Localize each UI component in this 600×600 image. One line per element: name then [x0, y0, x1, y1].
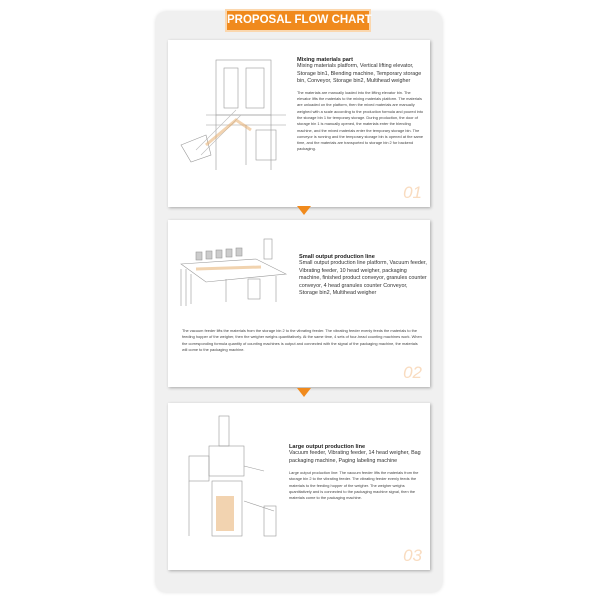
- small-line-image: [180, 238, 288, 306]
- step-title: Mixing materials part: [297, 57, 353, 63]
- large-line-image: [188, 415, 277, 537]
- arrow-down-icon: [297, 206, 311, 215]
- step-equipment-list: Vacuum feeder, Vibrating feeder, 14 head…: [289, 450, 421, 464]
- step-description: The vacuum feeder lifts the materials fr…: [182, 328, 422, 352]
- step-title: Large output production line: [289, 444, 366, 450]
- step-equipment-list: Small output production line platform, V…: [299, 260, 427, 297]
- step-description: The materials are manually loaded into t…: [297, 89, 424, 152]
- step-title: Small output production line: [299, 254, 375, 260]
- flow-chart-title: PROPOSAL FLOW CHART: [225, 9, 372, 32]
- step-card-1: Mixing materials part Mixing materials p…: [168, 40, 430, 207]
- arrow-down-icon: [297, 388, 311, 397]
- step-card-2: Small output production line Small outpu…: [168, 220, 430, 387]
- mixing-plant-image: [180, 59, 286, 170]
- step-equipment-list: Mixing materials platform, Vertical lift…: [297, 63, 422, 85]
- step-card-3: Large output production line Vacuum feed…: [168, 403, 430, 570]
- step-description: Large output production line: The vacuum…: [289, 470, 419, 501]
- step-number: 03: [403, 546, 422, 565]
- step-number: 01: [403, 183, 422, 202]
- step-number: 02: [403, 363, 422, 382]
